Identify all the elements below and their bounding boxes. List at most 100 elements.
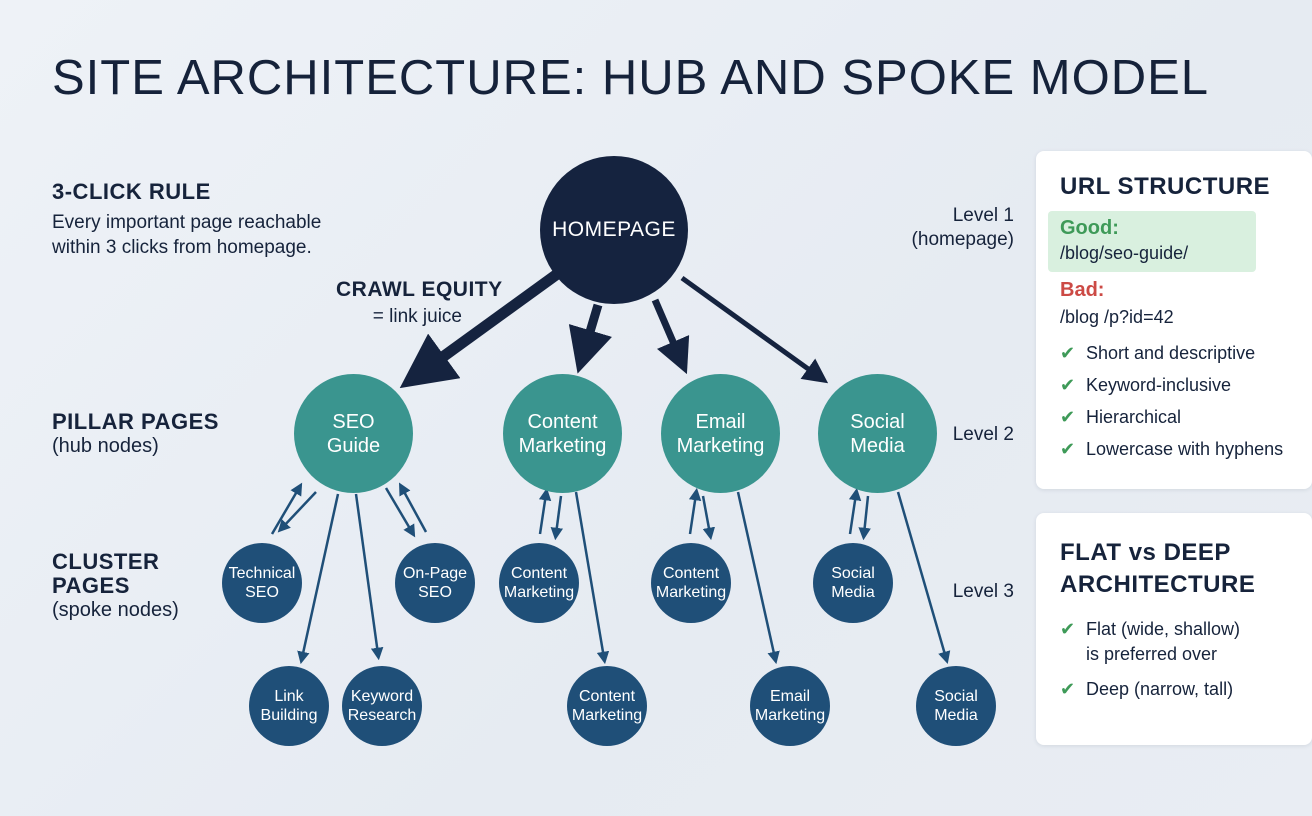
url-check-label: Keyword-inclusive [1086, 375, 1232, 395]
flat-check-item: ✔ Flat (wide, shallow) is preferred over [1060, 617, 1240, 667]
edge-content-marketing-to-content-cluster [550, 495, 564, 541]
check-icon: ✔ [1060, 679, 1076, 699]
cluster-node-label-line1: Email [769, 688, 810, 705]
cluster-node-label-line1: Social [934, 688, 978, 705]
url-check-label: Short and descriptive [1086, 343, 1256, 363]
check-icon: ✔ [1060, 375, 1076, 395]
cluster-node-label-line2: Marketing [503, 584, 575, 601]
level-3-label: Level 3 [952, 581, 1014, 602]
edge-seo-guide-to-on-page-seo [384, 487, 416, 538]
cluster-pages-label: CLUSTER PAGES (spoke nodes) [52, 550, 179, 622]
cluster-node-label-line1: Content [662, 565, 720, 582]
cluster-node-label-line2: Media [831, 584, 875, 601]
pillar-node-label-line1: Social [850, 410, 905, 433]
cluster-node-label-line1: Social [831, 565, 875, 582]
flat-vs-deep-title-line1: FLAT vs DEEP [1060, 539, 1231, 566]
pillar-pages-heading: PILLAR PAGES [52, 409, 219, 434]
edge-content-cluster-to-content-marketing [538, 487, 552, 535]
flat-check-line1: Flat (wide, shallow) [1086, 619, 1241, 639]
edge-home-content-marketing [568, 303, 612, 374]
check-icon: ✔ [1060, 407, 1076, 427]
edge-seo-guide-to-keyword-research [354, 493, 384, 661]
good-url-box: Good: /blog/seo-guide/ [1048, 211, 1256, 272]
pillar-node-label-line2: Marketing [676, 434, 765, 457]
edge-email-cluster-to-email-marketing [688, 487, 702, 535]
cluster-node-label-line2: Research [347, 707, 417, 724]
cluster-node-label-line1: Content [510, 565, 568, 582]
three-click-rule: 3-CLICK RULE Every important page reacha… [52, 180, 321, 260]
cluster-node-label-line2: SEO [245, 584, 279, 601]
level-1-label: Level 1 (homepage) [864, 204, 1014, 252]
edge-content-marketing-to-deep-content [574, 491, 610, 665]
bad-url-example: /blog /p?id=42 [1060, 307, 1174, 327]
check-icon: ✔ [1060, 619, 1076, 639]
edge-home-social-media [680, 275, 829, 384]
url-check-label: Lowercase with hyphens [1086, 439, 1284, 459]
check-icon: ✔ [1060, 343, 1076, 363]
edge-seo-guide-to-technical-seo [277, 491, 317, 533]
edge-home-seo-guide [399, 267, 564, 389]
pillar-pages-sub: (hub nodes) [52, 435, 159, 457]
url-structure-card: URL STRUCTURE Good: /blog/seo-guide/ Bad… [1036, 151, 1312, 489]
good-url-label: Good: [1060, 217, 1119, 239]
level-1-text: Level 1 [952, 205, 1014, 226]
three-click-rule-line1: Every important page reachable [52, 212, 322, 233]
edge-seo-guide-to-link-building [297, 493, 340, 665]
crawl-equity-heading: CRAWL EQUITY [336, 278, 503, 301]
cluster-node-label-line2: Media [934, 707, 978, 724]
flat-check-line2: is preferred over [1086, 644, 1218, 664]
cluster-pages-sub: (spoke nodes) [52, 599, 179, 621]
edge-social-media-to-social-cluster [858, 495, 871, 541]
edge-on-page-seo-to-seo-guide [399, 482, 428, 533]
cluster-node-label-line2: SEO [418, 584, 452, 601]
edge-email-marketing-to-deep-email [736, 491, 780, 665]
cluster-node-label-line1: Content [578, 688, 636, 705]
edge-social-cluster-to-social-media [848, 487, 862, 535]
edge-social-media-to-deep-social [896, 491, 951, 665]
check-icon: ✔ [1060, 439, 1076, 459]
deep-check-label: Deep (narrow, tall) [1086, 679, 1234, 699]
cluster-node-label-line2: Marketing [754, 707, 826, 724]
url-check-item: ✔ Keyword-inclusive [1060, 373, 1231, 398]
pillar-node-label-line1: Email [695, 410, 746, 433]
cluster-node-label-line1: Link [274, 688, 304, 705]
cluster-node-label-line2: Marketing [571, 707, 643, 724]
url-check-item: ✔ Lowercase with hyphens [1060, 437, 1283, 462]
crawl-equity-sub: = link juice [372, 306, 462, 327]
cluster-pages-heading-line1: CLUSTER [52, 549, 160, 574]
url-check-label: Hierarchical [1086, 407, 1182, 427]
edge-home-email-marketing [651, 298, 690, 375]
good-url-example: /blog/seo-guide/ [1060, 243, 1189, 263]
level-1-sub: (homepage) [911, 229, 1014, 250]
three-click-rule-heading: 3-CLICK RULE [52, 179, 211, 204]
edge-email-marketing-to-email-cluster [701, 495, 716, 541]
pillar-node-label-line2: Guide [326, 434, 381, 457]
pillar-node-label-line2: Marketing [518, 434, 607, 457]
url-structure-title: URL STRUCTURE [1060, 173, 1271, 200]
bad-url-label: Bad: [1060, 279, 1105, 301]
page-title: SITE ARCHITECTURE: HUB AND SPOKE MODEL [52, 51, 1210, 105]
cluster-node-label-line2: Building [260, 707, 318, 724]
deep-check-item: ✔ Deep (narrow, tall) [1060, 677, 1233, 702]
url-check-item: ✔ Short and descriptive [1060, 341, 1255, 366]
pillar-node-label-line1: SEO [332, 410, 375, 433]
flat-vs-deep-title-line2: ARCHITECTURE [1060, 571, 1256, 598]
cluster-pages-heading-line2: PAGES [52, 573, 130, 598]
homepage-node[interactable]: HOMEPAGE [540, 156, 688, 304]
pillar-node-label-line2: Media [850, 434, 905, 457]
